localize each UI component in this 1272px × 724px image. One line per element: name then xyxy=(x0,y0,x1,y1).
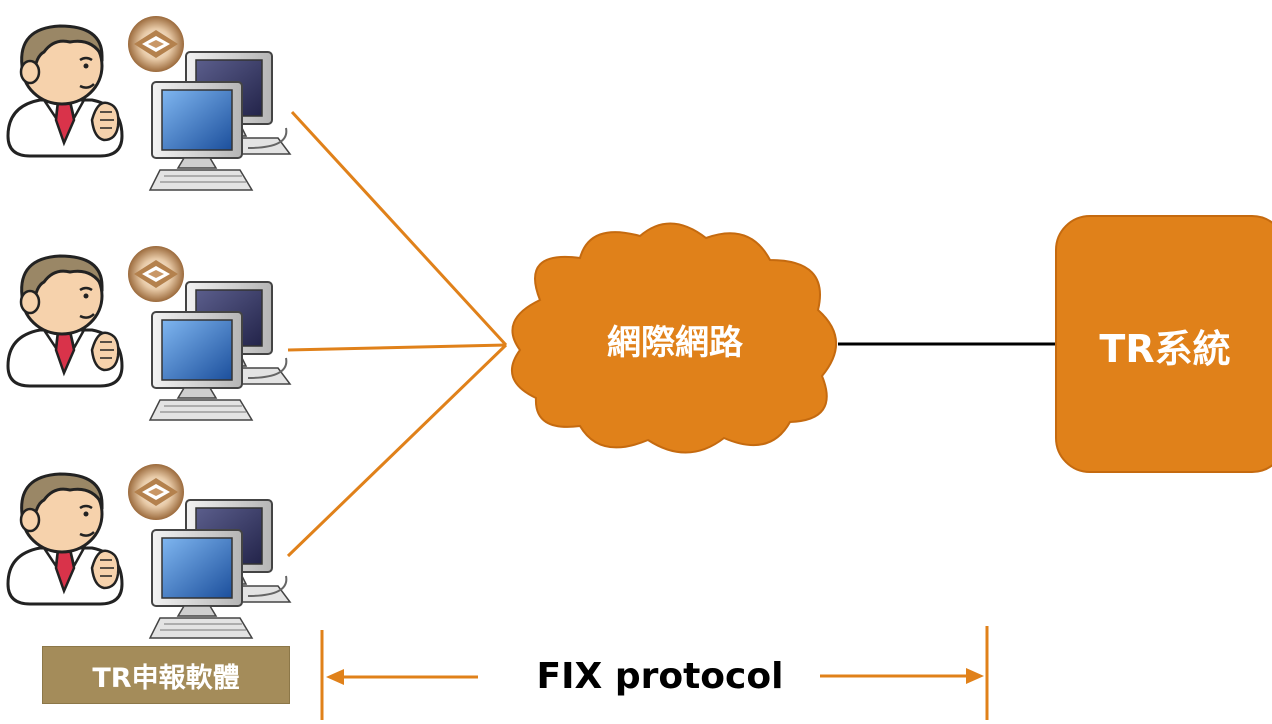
protocol-label: FIX protocol xyxy=(536,656,784,697)
system-label: TR系統 xyxy=(1099,327,1231,371)
internet-cloud xyxy=(511,222,837,454)
client-connection-lines xyxy=(286,110,508,558)
protocol-right-arrowhead xyxy=(966,668,984,684)
network-label: 網際網路 xyxy=(607,323,743,363)
connection-line-3 xyxy=(286,343,508,558)
connection-line-1 xyxy=(290,110,508,347)
client-workstation-2 xyxy=(6,244,292,422)
client-workstation-1 xyxy=(6,14,292,192)
connection-line-2 xyxy=(287,343,507,352)
protocol-left-arrowhead xyxy=(326,669,344,685)
protocol-span xyxy=(320,626,989,720)
client-workstation-3 xyxy=(6,462,292,640)
tr-system-box xyxy=(1055,215,1272,473)
client-software-label: TR申報軟體 xyxy=(42,646,290,704)
